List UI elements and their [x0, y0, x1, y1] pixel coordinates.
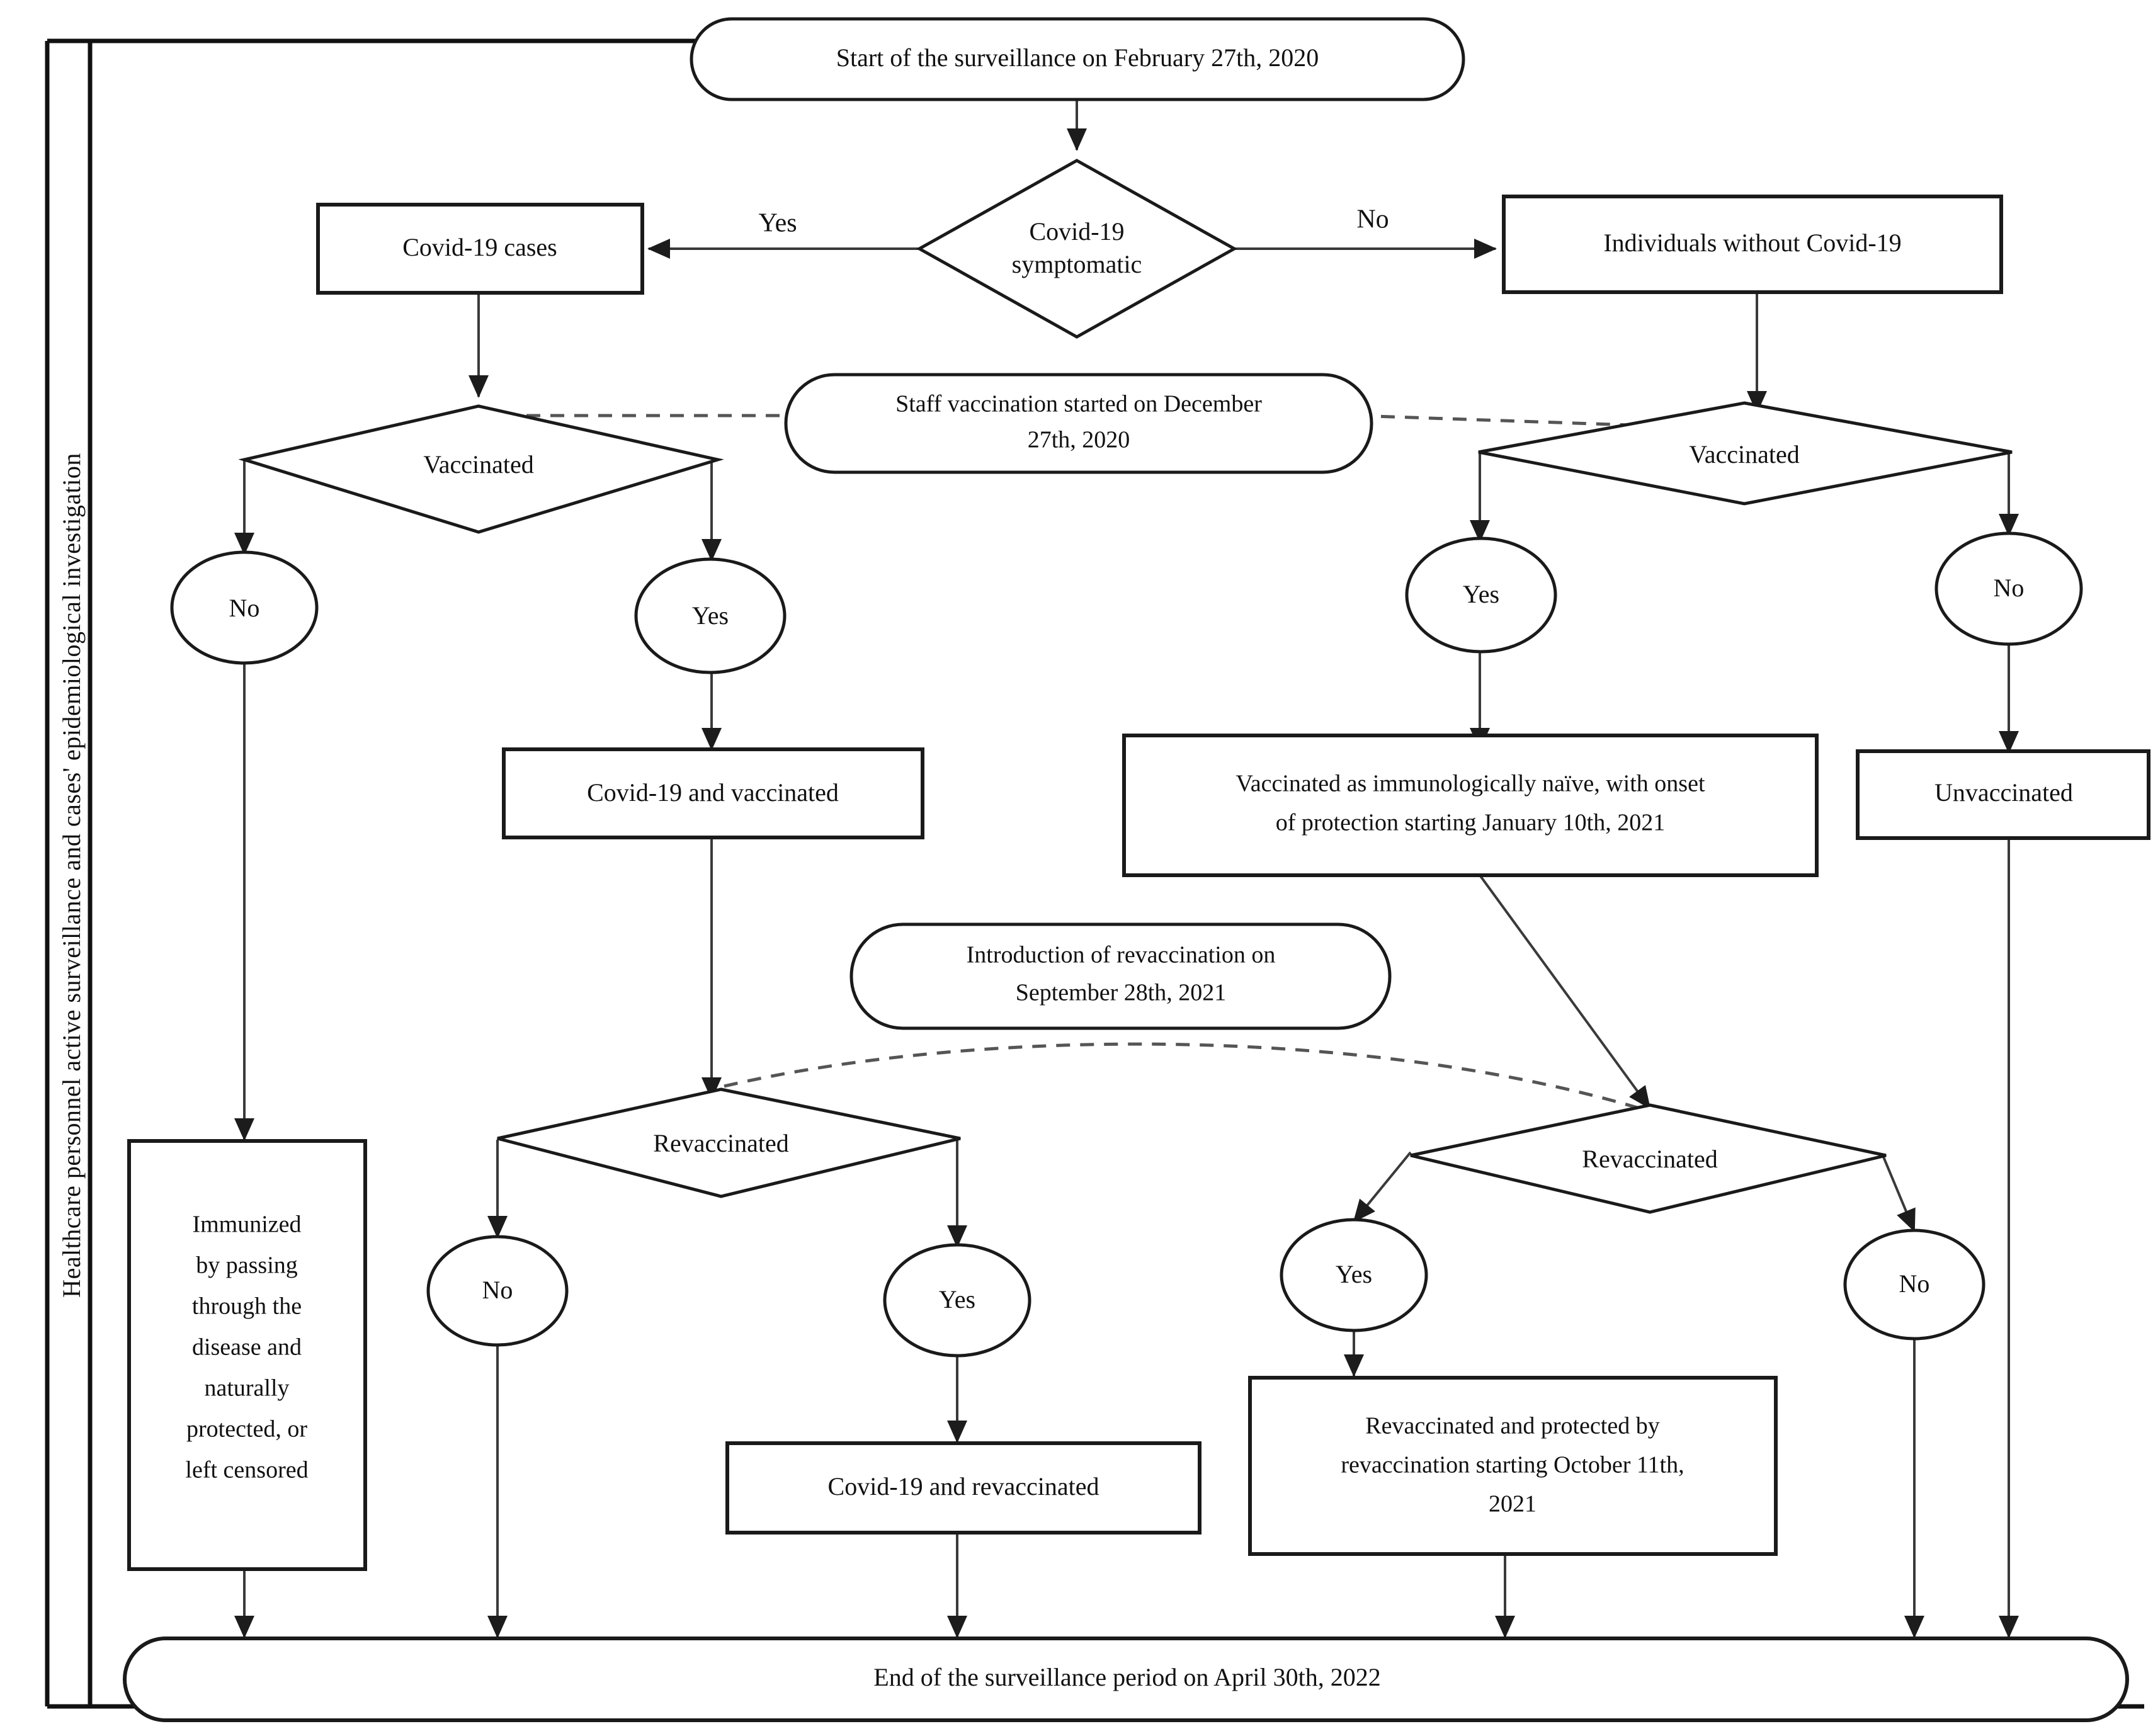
node-vaccleft-yes-label: Yes — [692, 601, 729, 630]
node-staff-vaccination[interactable]: Staff vaccination started on December 27… — [784, 373, 1373, 474]
edge-label-yes: Yes — [758, 209, 797, 238]
node-immunized-line-6: left censored — [185, 1457, 308, 1484]
node-revaccright-no[interactable]: No — [1843, 1228, 1985, 1341]
node-covid-symptomatic[interactable]: Covid-19 symptomatic — [916, 159, 1238, 339]
node-vaccinated-left[interactable]: Vaccinated — [238, 404, 724, 534]
node-revacc-protected-line3: 2021 — [1489, 1491, 1537, 1518]
node-immunized-line-0: Immunized — [192, 1211, 301, 1238]
node-immunized-line-3: disease and — [192, 1334, 302, 1361]
node-immunized-line-1: by passing — [196, 1252, 298, 1279]
node-vaccinated-left-label: Vaccinated — [423, 450, 533, 479]
node-vaccleft-yes[interactable]: Yes — [634, 557, 787, 674]
node-symptomatic-line1: Covid-19 — [1029, 217, 1124, 246]
node-revacc-intro-line1: Introduction of revaccination on — [967, 942, 1276, 968]
node-start-label: Start of the surveillance on February 27… — [836, 43, 1319, 72]
node-revaccright-yes-label: Yes — [1336, 1260, 1372, 1288]
edge-naive-to-revacc — [1479, 874, 1651, 1109]
node-immunized-line-2: through the — [192, 1293, 302, 1320]
node-vaccright-yes[interactable]: Yes — [1405, 536, 1557, 654]
node-revaccinated-right-label: Revaccinated — [1582, 1145, 1717, 1173]
node-covid-and-vaccinated[interactable]: Covid-19 and vaccinated — [502, 747, 924, 839]
node-naive-line2: of protection starting January 10th, 202… — [1276, 810, 1665, 836]
node-covid-and-revaccinated[interactable]: Covid-19 and revaccinated — [725, 1441, 1201, 1535]
edge-revaccright-yes — [1353, 1151, 1412, 1223]
node-covid-revacc-label: Covid-19 and revaccinated — [828, 1472, 1099, 1501]
node-revaccleft-yes-label: Yes — [939, 1285, 975, 1313]
node-end[interactable]: End of the surveillance period on April … — [123, 1637, 2129, 1722]
node-revaccright-yes[interactable]: Yes — [1280, 1218, 1428, 1332]
node-revaccinated-left[interactable]: Revaccinated — [497, 1087, 961, 1198]
node-immunized[interactable]: Immunized by passing through the disease… — [127, 1139, 367, 1571]
node-vaccinated-right-label: Vaccinated — [1689, 440, 1799, 468]
node-immunized-line-5: protected, or — [186, 1416, 307, 1443]
node-revaccinated-left-label: Revaccinated — [653, 1129, 788, 1157]
node-vaccright-yes-label: Yes — [1463, 580, 1499, 608]
sidebar-title: Healthcare personnel active surveillance… — [57, 453, 86, 1298]
edge-revacc-intro-dashed — [724, 1042, 1650, 1113]
node-revaccright-no-label: No — [1899, 1269, 1930, 1298]
node-symptomatic-line2: symptomatic — [1012, 250, 1142, 278]
node-naive-vaccinated[interactable]: Vaccinated as immunologically naïve, wit… — [1122, 734, 1819, 877]
node-vaccright-no-label: No — [1994, 574, 2025, 602]
node-revaccinated-right[interactable]: Revaccinated — [1410, 1103, 1887, 1214]
node-revaccleft-no-label: No — [482, 1276, 513, 1304]
node-vaccinated-right[interactable]: Vaccinated — [1478, 401, 2013, 506]
node-revacc-intro-line2: September 28th, 2021 — [1016, 980, 1227, 1006]
node-staff-vacc-line1: Staff vaccination started on December — [895, 391, 1262, 417]
node-vaccleft-no[interactable]: No — [170, 550, 319, 665]
node-end-label: End of the surveillance period on April … — [873, 1663, 1380, 1691]
node-start[interactable]: Start of the surveillance on February 27… — [690, 17, 1465, 101]
edge-staff-vaccination-right — [1356, 414, 1758, 431]
sidebar-title-group: Healthcare personnel active surveillance… — [57, 453, 86, 1298]
node-covid-vacc-label: Covid-19 and vaccinated — [587, 778, 839, 807]
node-vaccleft-no-label: No — [229, 594, 260, 622]
node-unvaccinated[interactable]: Unvaccinated — [1856, 749, 2150, 840]
edges-layer — [234, 101, 2019, 1638]
node-revaccleft-yes[interactable]: Yes — [883, 1243, 1031, 1358]
node-individuals-without-covid[interactable]: Individuals without Covid-19 — [1502, 195, 2003, 294]
node-covid-cases[interactable]: Covid-19 cases — [316, 203, 644, 295]
node-immunized-line-4: naturally — [204, 1375, 289, 1402]
node-revaccleft-no[interactable]: No — [426, 1235, 569, 1347]
node-naive-line1: Vaccinated as immunologically naïve, wit… — [1236, 771, 1705, 797]
edge-label-no: No — [1356, 205, 1389, 234]
node-no-covid-label: Individuals without Covid-19 — [1603, 229, 1901, 257]
node-covid-cases-label: Covid-19 cases — [402, 233, 557, 261]
node-vaccright-no[interactable]: No — [1934, 531, 2083, 646]
node-staff-vacc-line2: 27th, 2020 — [1028, 427, 1130, 453]
node-unvaccinated-label: Unvaccinated — [1934, 778, 2073, 807]
edge-revaccright-no — [1882, 1155, 1916, 1232]
node-revaccinated-protected[interactable]: Revaccinated and protected by revaccinat… — [1248, 1376, 1778, 1556]
node-revaccination-intro[interactable]: Introduction of revaccination on Septemb… — [849, 922, 1392, 1030]
node-revacc-protected-line2: revaccination starting October 11th, — [1341, 1452, 1684, 1478]
node-revacc-protected-line1: Revaccinated and protected by — [1365, 1413, 1659, 1439]
